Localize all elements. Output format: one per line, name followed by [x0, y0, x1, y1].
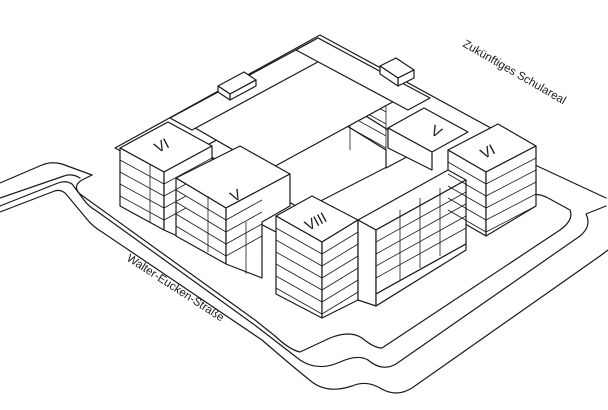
- building-complex: VI V VIII V VI: [114, 34, 537, 319]
- future-area-label: Zukünftiges Schulareal: [461, 38, 568, 107]
- street-outline: [0, 157, 608, 394]
- block-label-east-corner: VI: [478, 141, 499, 163]
- block-label-north-west: VI: [152, 135, 173, 157]
- facade-floor-lines: [119, 157, 537, 315]
